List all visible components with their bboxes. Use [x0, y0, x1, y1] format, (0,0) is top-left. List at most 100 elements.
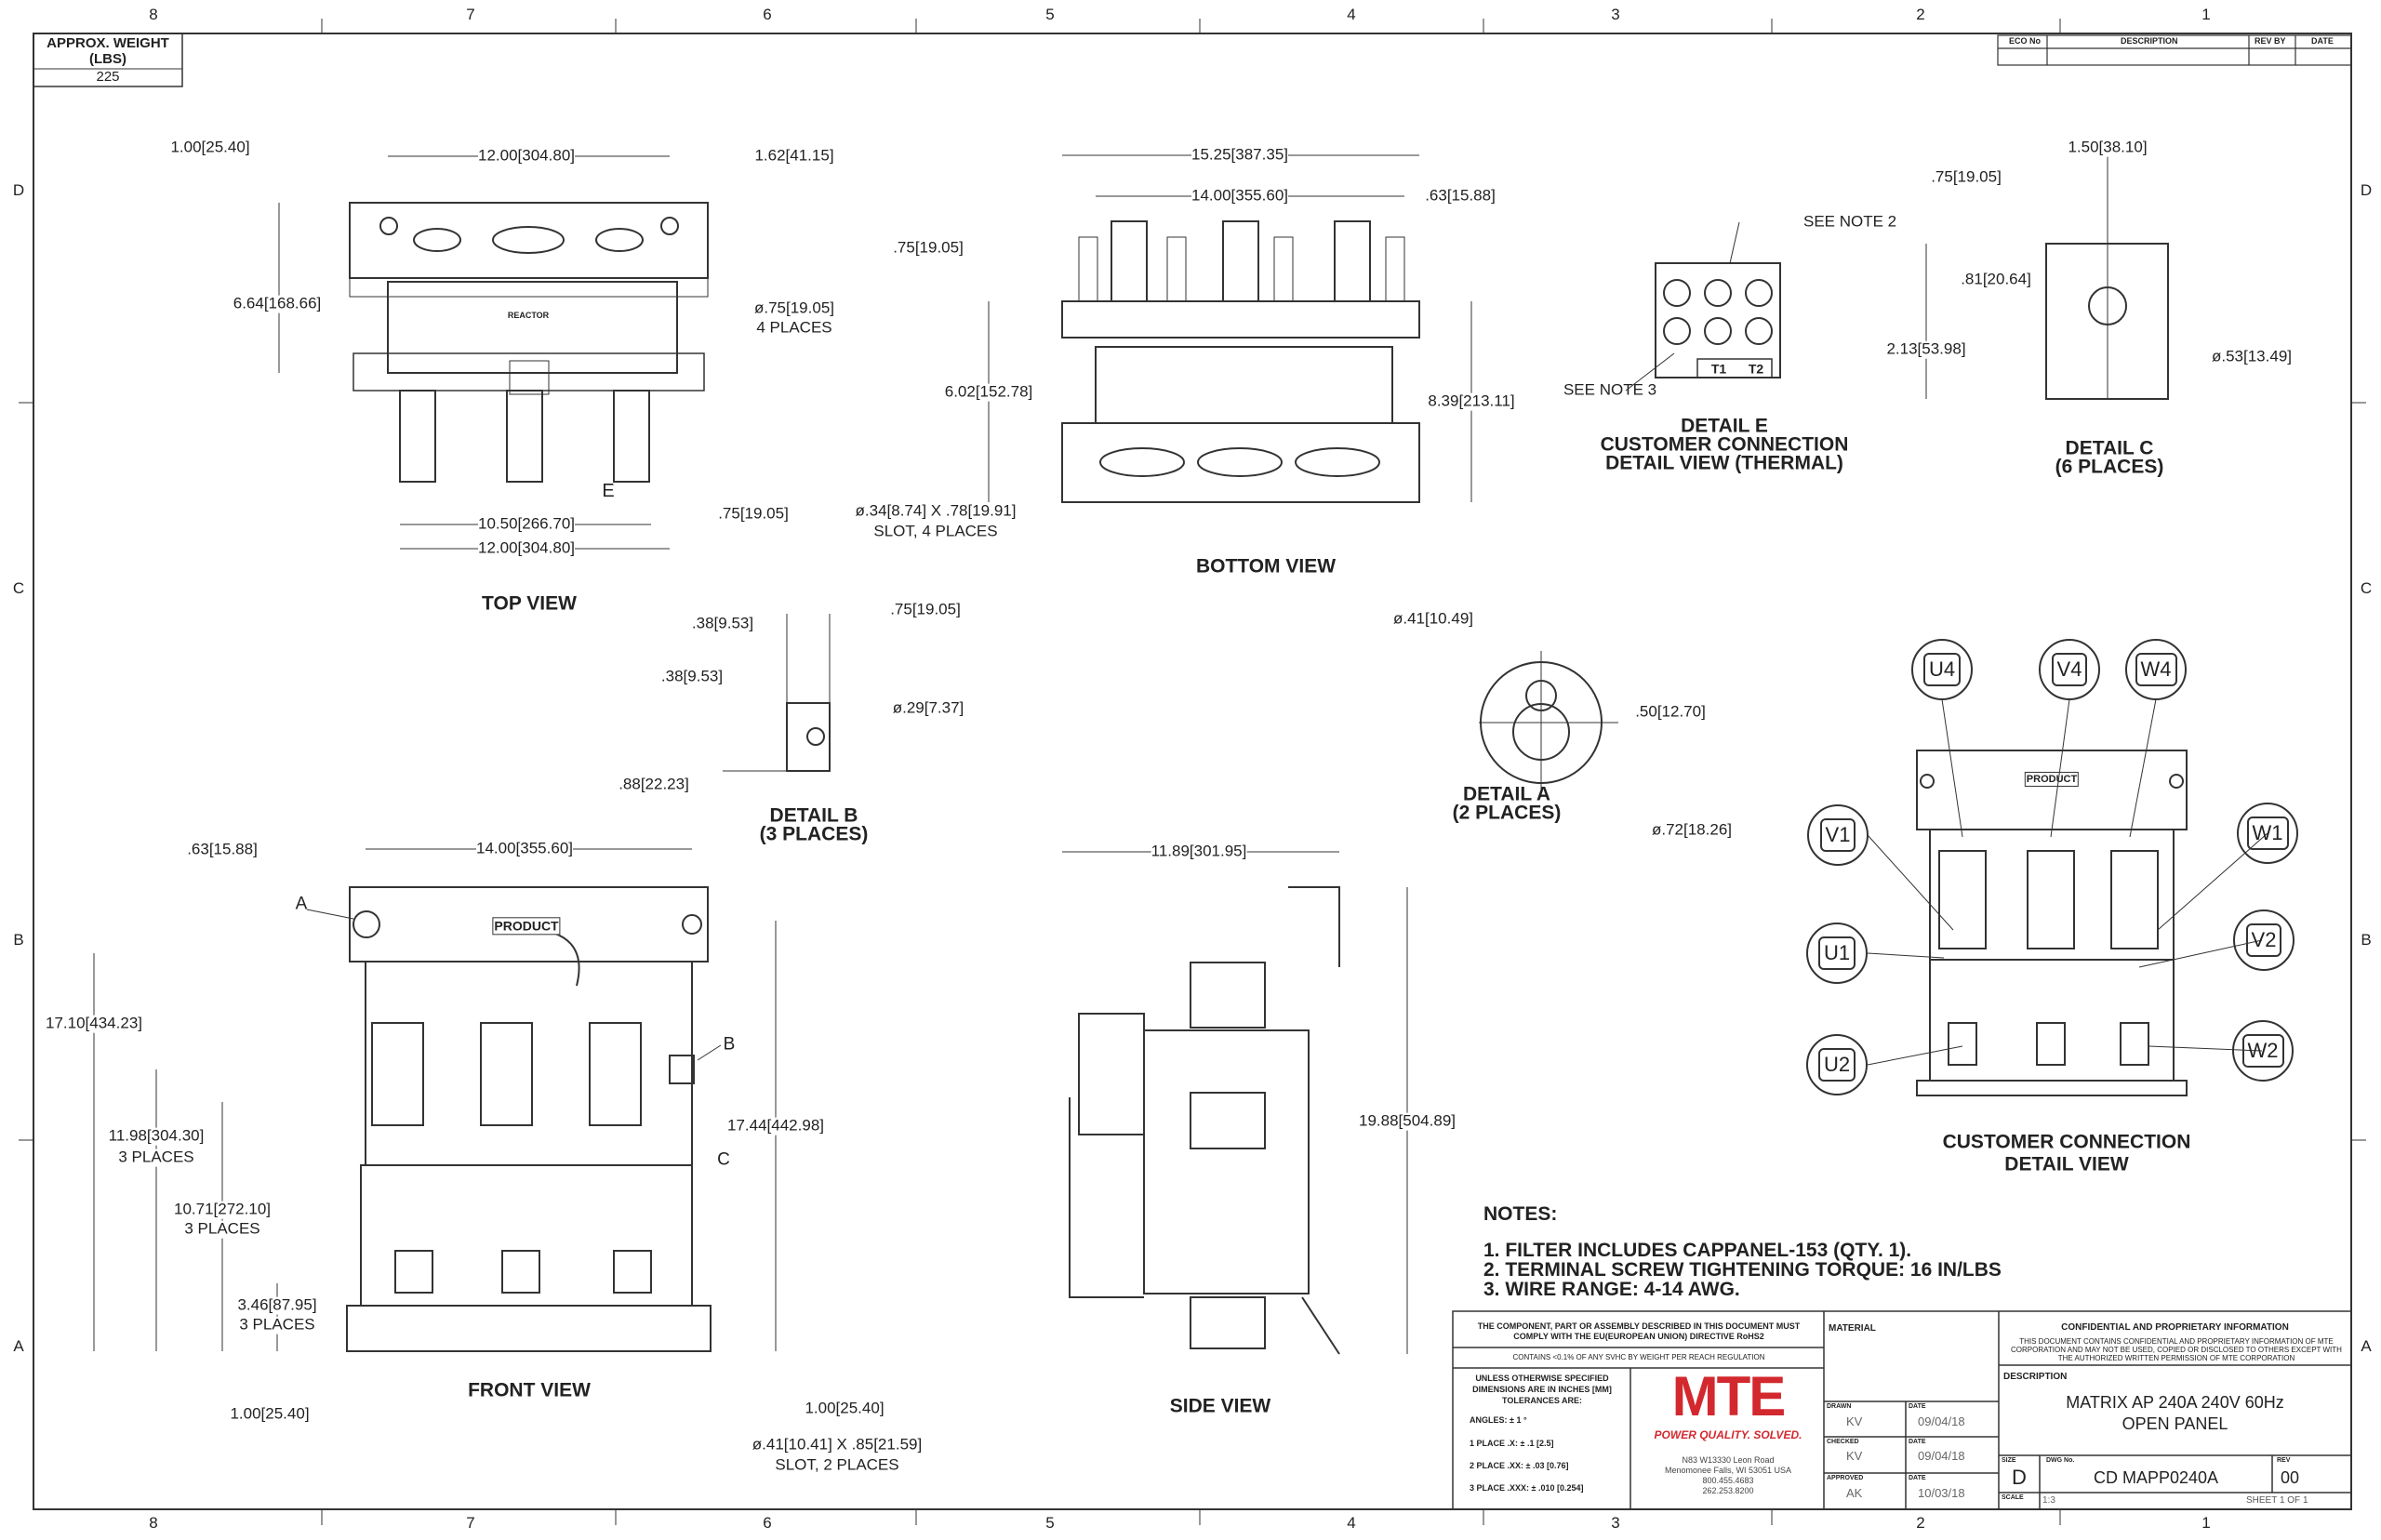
checked-date: 09/04/18 [1918, 1449, 1965, 1463]
dim: .81[20.64] [1961, 270, 2031, 289]
dim: 3 PLACES [239, 1315, 315, 1334]
scale-value: 1:3 [2042, 1495, 2055, 1506]
detail-a-title: DETAIL A [1462, 783, 1551, 805]
approved-by: AK [1846, 1486, 1863, 1500]
mte-logo: MTE [1671, 1365, 1787, 1427]
customer-connection-title: CUSTOMER CONNECTION [1942, 1131, 2191, 1153]
dim: .75[19.05] [718, 504, 789, 523]
tolerance-1place: 1 PLACE .X: ± .1 [2.5] [1470, 1439, 1554, 1448]
callout-c: C [717, 1149, 730, 1170]
side-view-title: SIDE VIEW [1169, 1395, 1271, 1417]
detail-c-title: DETAIL C [2065, 437, 2154, 459]
dim: .38[9.53] [691, 614, 754, 632]
dim: 14.00[355.60] [1191, 186, 1288, 206]
dim: ø.34[8.74] X .78[19.91] [855, 501, 1017, 520]
terminal-v2: V2 [2233, 909, 2295, 971]
dim: 10.50[266.70] [478, 514, 575, 534]
rohs-statement: THE COMPONENT, PART OR ASSEMBLY DESCRIBE… [1477, 1321, 1801, 1341]
customer-connection-drawing [1867, 698, 2268, 1096]
grid-col-2: 2 [1916, 6, 1925, 23]
rev-header-date: DATE [2311, 36, 2334, 46]
grid-row-d-right: D [2360, 181, 2373, 199]
checked-by: KV [1846, 1449, 1863, 1463]
grid-col-6: 6 [763, 6, 772, 23]
detail-e-drawing [1625, 221, 1781, 392]
detail-b-title: DETAIL B [769, 804, 858, 827]
weight-value: 225 [96, 68, 120, 85]
top-view-title: TOP VIEW [482, 592, 577, 615]
rev-value: 00 [2281, 1468, 2300, 1487]
front-view-drawing [93, 848, 777, 1352]
grid-col-1-bottom: 1 [2201, 1514, 2211, 1532]
notes-heading: NOTES: [1483, 1203, 1558, 1225]
terminal-u4: U4 [1911, 639, 1973, 700]
grid-col-1: 1 [2201, 6, 2211, 23]
dim: 17.44[442.98] [727, 1116, 824, 1135]
approved-label: APPROVED [1827, 1475, 1864, 1481]
detail-c-subtitle: (6 PLACES) [2055, 456, 2164, 478]
tolerance-3place: 3 PLACE .XXX: ± .010 [0.254] [1470, 1483, 1584, 1493]
grid-row-b-right: B [2361, 931, 2372, 949]
terminal-u2: U2 [1806, 1034, 1868, 1095]
address-line: Menomonee Falls, WI 53051 USA [1664, 1466, 1792, 1475]
dim: 12.00[304.80] [478, 146, 575, 166]
dim: .38[9.53] [660, 667, 724, 685]
grid-col-4: 4 [1347, 6, 1356, 23]
size-label: SIZE [2002, 1457, 2016, 1464]
dim: 1.00[25.40] [230, 1404, 310, 1423]
dim: 2.13[53.98] [1886, 339, 1966, 359]
see-note-3: SEE NOTE 3 [1563, 380, 1657, 399]
dim: SLOT, 2 PLACES [775, 1455, 899, 1474]
dim: 1.50[38.10] [2068, 138, 2148, 157]
callout-a: A [295, 894, 308, 914]
description-label: DESCRIPTION [2003, 1372, 2068, 1382]
drawn-date-label: DATE [1909, 1403, 1926, 1410]
bottom-view-drawing [988, 154, 1472, 503]
grid-row-c-right: C [2360, 579, 2373, 597]
note-2: 2. TERMINAL SCREW TIGHTENING TORQUE: 16 … [1483, 1259, 2002, 1281]
dim: 3.46[87.95] [237, 1295, 317, 1315]
grid-col-6-bottom: 6 [763, 1514, 772, 1532]
grid-row-b: B [13, 931, 24, 949]
description-line-2: OPEN PANEL [2122, 1414, 2228, 1433]
dim: 6.02[152.78] [944, 382, 1033, 402]
dim: .75[19.05] [890, 600, 961, 618]
grid-row-a: A [13, 1337, 24, 1355]
detail-e-subtitle: CUSTOMER CONNECTION [1600, 433, 1849, 456]
grid-row-a-right: A [2361, 1337, 2372, 1355]
dim: ø.41[10.49] [1392, 609, 1474, 628]
sheet-number: SHEET 1 OF 1 [2246, 1495, 2308, 1506]
dim: SLOT, 4 PLACES [873, 522, 998, 540]
grid-col-8: 8 [149, 6, 158, 23]
tolerance-line: DIMENSIONS ARE IN INCHES [MM] [1472, 1385, 1612, 1394]
terminal-t2: T2 [1748, 361, 1764, 377]
detail-b-drawing [723, 614, 831, 772]
grid-col-8-bottom: 8 [149, 1514, 158, 1532]
grid-col-2-bottom: 2 [1916, 1514, 1925, 1532]
checked-label: CHECKED [1827, 1439, 1859, 1445]
drawn-by: KV [1846, 1414, 1863, 1428]
terminal-v1: V1 [1807, 804, 1869, 866]
confidential-text: THIS DOCUMENT CONTAINS CONFIDENTIAL AND … [2011, 1337, 2342, 1362]
rev-label: REV [2277, 1457, 2291, 1464]
dim: 11.98[304.30] [108, 1126, 205, 1146]
callout-b: B [723, 1034, 736, 1055]
description-line-1: MATRIX AP 240A 240V 60Hz [2066, 1393, 2284, 1412]
detail-e-subtitle-2: DETAIL VIEW (THERMAL) [1605, 452, 1843, 474]
dim: 3 PLACES [184, 1219, 260, 1239]
phone-2: 262.253.8200 [1702, 1486, 1754, 1495]
dim: .50[12.70] [1635, 702, 1706, 722]
front-view-title: FRONT VIEW [468, 1379, 591, 1401]
drawn-label: DRAWN [1827, 1403, 1852, 1410]
grid-col-7: 7 [466, 6, 475, 23]
reach-statement: CONTAINS <0.1% OF ANY SVHC BY WEIGHT PER… [1512, 1353, 1765, 1361]
detail-b-subtitle: (3 PLACES) [759, 823, 869, 845]
rev-header-eco: ECO No [2009, 36, 2042, 46]
callout-e: E [602, 481, 615, 501]
dim: .75[19.05] [1931, 167, 2002, 186]
phone-1: 800.455.4683 [1702, 1476, 1754, 1485]
grid-col-4-bottom: 4 [1347, 1514, 1356, 1532]
dim: 10.71[272.10] [174, 1200, 271, 1219]
grid-row-c: C [12, 579, 25, 597]
